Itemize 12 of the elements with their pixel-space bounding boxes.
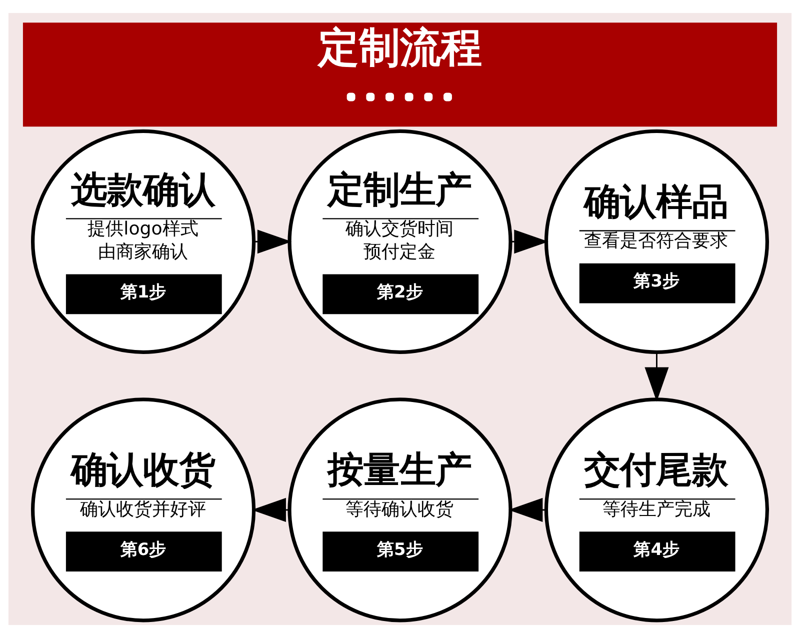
node-circle: 按量生产 等待确认收货 第5步 <box>288 398 512 622</box>
node-circle: 确认收货 确认收货并好评 第6步 <box>30 398 256 622</box>
arrow <box>252 498 290 522</box>
node-circle: 选款确认 提供logo样式 由商家确认 第1步 <box>30 129 256 354</box>
diagram-title: 定制流程 <box>318 24 482 72</box>
arrow <box>510 230 548 254</box>
node-circle: 交付尾款 等待生产完成 第4步 <box>544 398 770 622</box>
node-circle: 确认样品 查看是否符合要求 第3步 <box>544 129 770 354</box>
node-circle: 定制生产 确认交货时间 预付定金 第2步 <box>288 129 512 354</box>
arrow <box>254 230 292 254</box>
arrow <box>508 498 546 522</box>
arrow <box>644 352 669 402</box>
